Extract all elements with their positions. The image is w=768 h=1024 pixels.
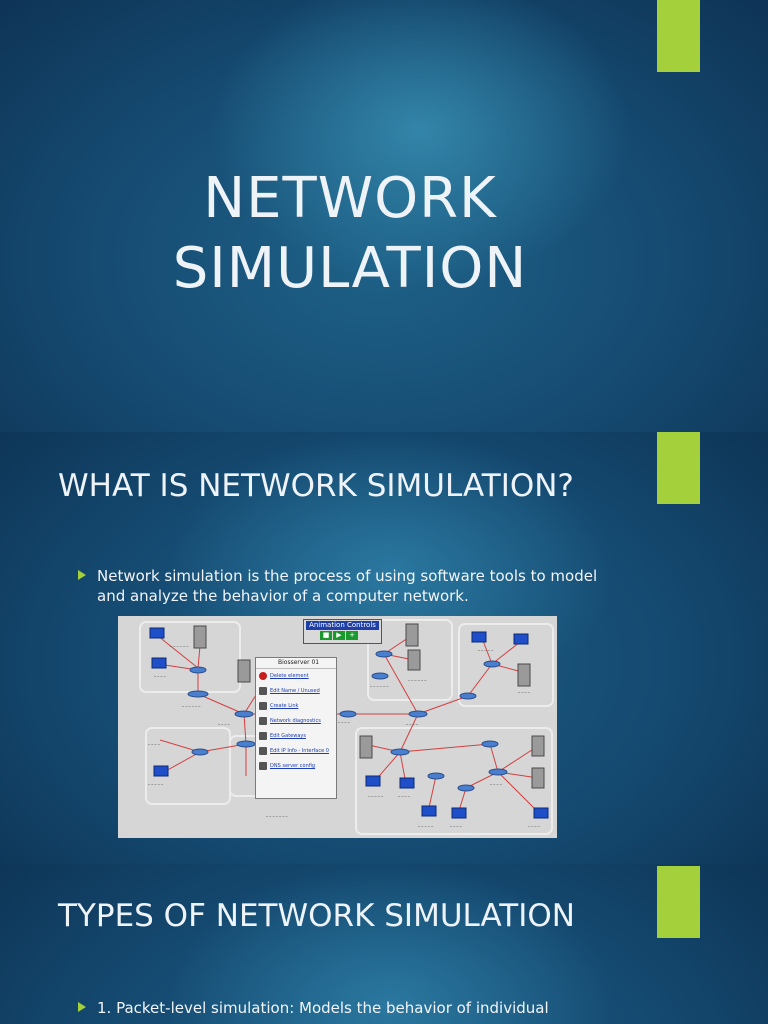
svg-text:_ _ _ _: _ _ _ _	[405, 720, 419, 725]
context-menu-item: DNS server config	[256, 759, 336, 774]
link-icon	[259, 702, 267, 710]
bullet-text: Network simulation is the process of usi…	[97, 567, 598, 605]
slide-heading: WHAT IS NETWORK SIMULATION?	[58, 468, 574, 504]
svg-text:_ _ _ _ _ _: _ _ _ _ _ _	[407, 676, 427, 681]
accent-bar	[657, 432, 700, 504]
svg-text:_ _ _ _: _ _ _ _	[449, 822, 463, 827]
bullet-text: 1. Packet-level simulation: Models the b…	[97, 999, 549, 1017]
animation-controls-title: Animation Controls	[306, 621, 379, 630]
context-menu-item: Network diagnostics	[256, 714, 336, 729]
svg-text:_ _ _ _ _: _ _ _ _ _	[367, 792, 384, 797]
svg-text:_ _ _ _ _: _ _ _ _ _	[147, 780, 164, 785]
animation-controls-panel: Animation Controls ■ ▶ +	[303, 619, 382, 644]
what-is-slide: WHAT IS NETWORK SIMULATION? Network simu…	[0, 432, 768, 864]
edit-icon	[259, 687, 267, 695]
svg-text:_ _ _ _: _ _ _ _	[527, 822, 541, 827]
context-menu-title: Biosserver 01	[256, 658, 336, 669]
document-icon	[259, 762, 267, 770]
svg-text:_ _ _ _: _ _ _ _	[489, 780, 503, 785]
context-menu-item: Delete element	[256, 669, 336, 684]
svg-text:_ _ _ _ _ _ _: _ _ _ _ _ _ _	[265, 812, 289, 817]
edit-icon	[259, 732, 267, 740]
svg-text:_ _ _ _: _ _ _ _	[397, 792, 411, 797]
play-pause-icon: ▶	[333, 631, 345, 640]
svg-text:_ _ _ _ _: _ _ _ _ _	[417, 822, 434, 827]
svg-text:_ _ _ _ _: _ _ _ _ _	[477, 646, 494, 651]
context-menu-item: Edit Name / Unused	[256, 684, 336, 699]
network-topology-diagram: _ _ _ _ _ _ _ _ _ _ _ _ _ _ _ _ _ _ _ _ …	[118, 616, 557, 838]
context-menu-item: Edit Gateways	[256, 729, 336, 744]
svg-text:_ _ _ _: _ _ _ _	[147, 740, 161, 745]
svg-text:_ _ _ _ _ _: _ _ _ _ _ _	[181, 702, 201, 707]
bullet-item: 1. Packet-level simulation: Models the b…	[78, 998, 598, 1018]
slide-title: NETWORK SIMULATION	[172, 166, 528, 301]
bullet-icon	[78, 1002, 86, 1012]
network-simulator-screenshot: _ _ _ _ _ _ _ _ _ _ _ _ _ _ _ _ _ _ _ _ …	[118, 616, 557, 838]
context-menu-item: Edit IP Info - Interface 0	[256, 744, 336, 759]
title-slide: NETWORK SIMULATION	[0, 0, 768, 432]
svg-text:_ _ _ _: _ _ _ _	[153, 672, 167, 677]
delete-icon	[259, 672, 267, 680]
svg-text:_ _ _ _ _ _: _ _ _ _ _ _	[169, 642, 189, 647]
svg-text:_ _ _ _ _ _: _ _ _ _ _ _	[369, 682, 389, 687]
plus-icon: +	[346, 631, 358, 640]
bullet-icon	[78, 570, 86, 580]
step-back-icon: ■	[320, 631, 332, 640]
svg-text:_ _ _ _: _ _ _ _	[337, 718, 351, 723]
accent-bar	[657, 866, 700, 938]
magnifier-icon	[259, 717, 267, 725]
accent-bar	[657, 0, 700, 72]
context-menu-item: Create Link	[256, 699, 336, 714]
bullet-item: Network simulation is the process of usi…	[78, 566, 598, 606]
svg-text:_ _ _ _: _ _ _ _	[517, 688, 531, 693]
context-menu: Biosserver 01 Delete element Edit Name /…	[255, 657, 337, 799]
slide-heading: TYPES OF NETWORK SIMULATION	[58, 898, 575, 934]
edit-icon	[259, 747, 267, 755]
svg-text:_ _ _ _: _ _ _ _	[217, 720, 231, 725]
types-slide: TYPES OF NETWORK SIMULATION 1. Packet-le…	[0, 864, 768, 1024]
